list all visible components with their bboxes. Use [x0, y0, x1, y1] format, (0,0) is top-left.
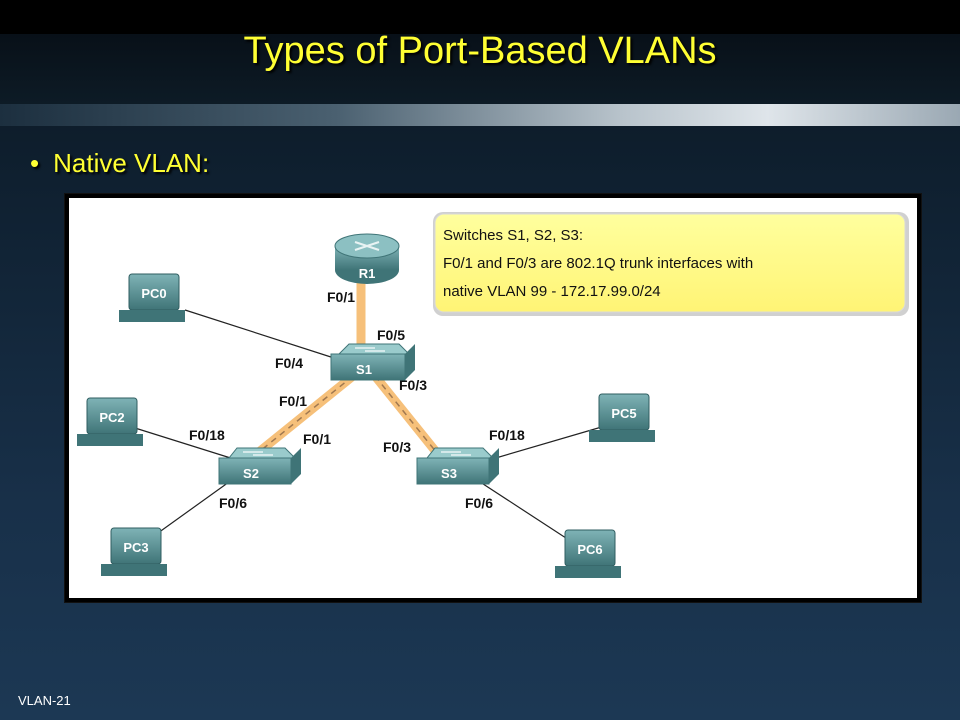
pc0-label: PC0 [141, 286, 166, 301]
slide-title: Types of Port-Based VLANs [243, 30, 717, 72]
pc2-label: PC2 [99, 410, 124, 425]
s3-label: S3 [441, 466, 457, 481]
trunk-s1-s2-dash [248, 375, 354, 461]
link-pc0-s1 [184, 309, 335, 359]
pc-pc3: PC3 [101, 527, 167, 576]
port-s2-f018: F0/18 [189, 427, 225, 443]
port-s2-f01: F0/1 [303, 431, 331, 447]
bullet-text: Native VLAN: [53, 148, 210, 178]
s2-label: S2 [243, 466, 259, 481]
port-s1-f05: F0/5 [377, 327, 405, 343]
port-s3-f06: F0/6 [465, 495, 493, 511]
pc-pc5: PC5 [589, 393, 655, 442]
title-bar [0, 34, 960, 104]
switch-arrows-icon [441, 451, 471, 456]
port-s1-f04: F0/4 [275, 355, 303, 371]
bullet-dot-icon: • [30, 148, 40, 178]
title-stripe [0, 104, 960, 126]
slide-footer: VLAN-21 [18, 693, 71, 708]
switch-arrows-icon [243, 451, 273, 456]
pc6-label: PC6 [577, 542, 602, 557]
callout-line-1: Switches S1, S2, S3: [443, 227, 583, 244]
access-links [134, 309, 606, 541]
callout-box: Switches S1, S2, S3: F0/1 and F0/3 are 8… [433, 212, 909, 316]
pc5-label: PC5 [611, 406, 636, 421]
network-diagram-frame: R1 S1 S2 [64, 193, 922, 603]
pc-pc2: PC2 [77, 397, 143, 446]
callout-line-3: native VLAN 99 - 172.17.99.0/24 [443, 283, 661, 300]
port-s1-f03: F0/3 [399, 377, 427, 393]
pc3-label: PC3 [123, 540, 148, 555]
port-labels: F0/1 F0/5 F0/4 F0/1 F0/3 F0/1 F0/18 F0/6… [189, 289, 525, 511]
top-bar [0, 0, 960, 34]
pc-pc0: PC0 [119, 273, 185, 322]
link-pc2-s2 [134, 427, 238, 461]
pc-pc6: PC6 [555, 529, 621, 578]
switch-s3: S3 [416, 447, 499, 485]
callout-line-2: F0/1 and F0/3 are 802.1Q trunk interface… [443, 255, 753, 272]
router-arrows-icon [354, 241, 380, 251]
link-s2-pc3 [150, 481, 230, 539]
port-s3-f018: F0/18 [489, 427, 525, 443]
link-s3-pc6 [476, 479, 570, 541]
network-diagram: R1 S1 S2 [69, 198, 917, 598]
switch-s1: S1 [330, 343, 415, 381]
trunk-s1-s3 [371, 373, 445, 461]
bullet-item: • Native VLAN: [30, 148, 209, 179]
port-s1-f01: F0/1 [279, 393, 307, 409]
switch-arrows-icon [355, 347, 385, 352]
trunk-links [246, 280, 445, 464]
s1-label: S1 [356, 362, 372, 377]
router-r1: R1 [334, 233, 400, 284]
port-s2-f06: F0/6 [219, 495, 247, 511]
router-label: R1 [359, 266, 376, 281]
link-s3-pc5 [488, 425, 606, 461]
port-r1-f01: F0/1 [327, 289, 355, 305]
port-s3-f03: F0/3 [383, 439, 411, 455]
switch-s2: S2 [218, 447, 301, 485]
network-diagram-svg: R1 S1 S2 [77, 212, 909, 578]
